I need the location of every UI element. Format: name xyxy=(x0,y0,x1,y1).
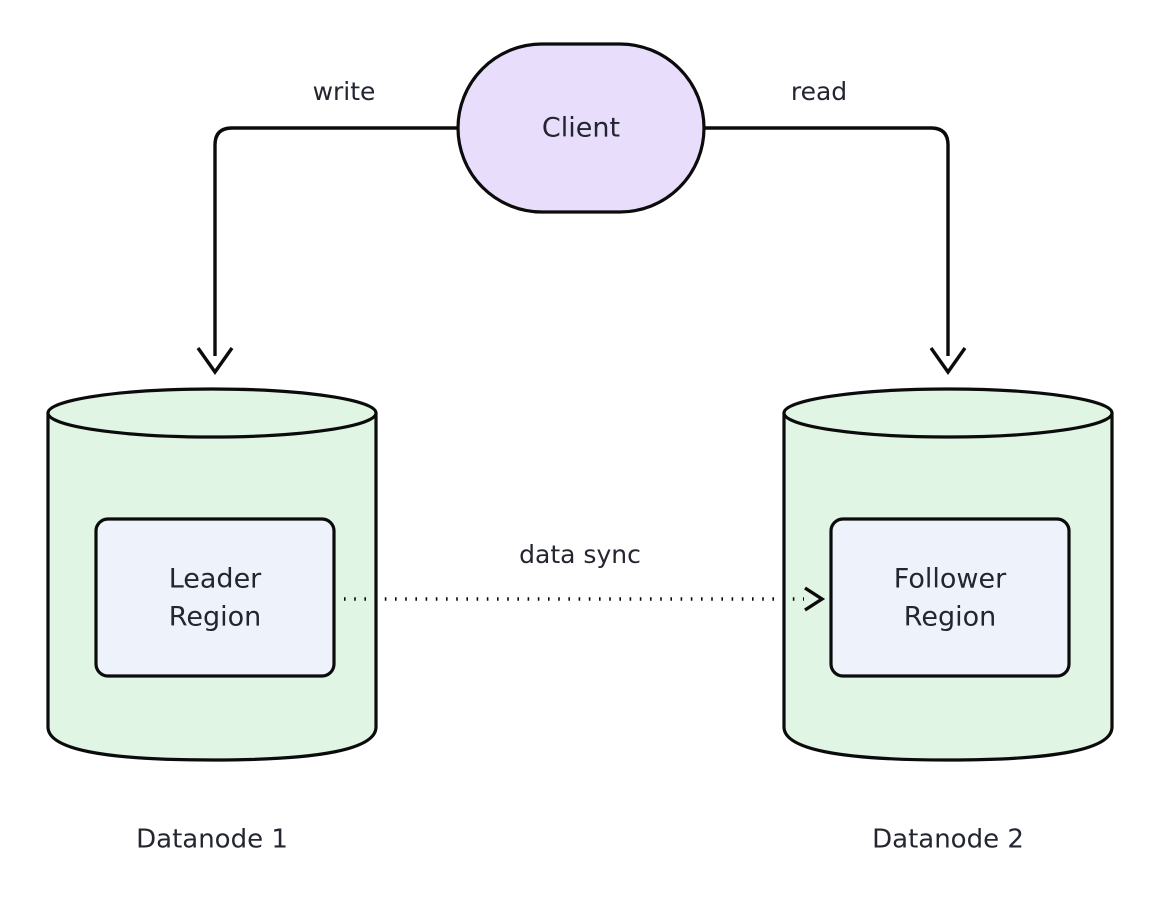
edge-write-path xyxy=(213,126,458,356)
leader-region-label-line2: Region xyxy=(169,602,261,633)
edge-read-label: read xyxy=(791,77,847,106)
datanode-1-cylinder-top xyxy=(46,387,378,439)
edge-write-arrowhead xyxy=(196,347,234,375)
follower-region-label-line2: Region xyxy=(904,602,996,633)
leader-region-box[interactable]: Leader Region xyxy=(94,517,336,678)
follower-region-box[interactable]: Follower Region xyxy=(829,517,1071,678)
edge-read-arrowhead xyxy=(929,347,967,375)
edge-read-path xyxy=(704,126,950,356)
datanode-2-caption: Datanode 2 xyxy=(872,825,1024,855)
follower-region-rect xyxy=(829,517,1071,678)
node-client[interactable]: Client xyxy=(456,42,706,214)
edge-data-sync-arrowhead xyxy=(804,586,826,612)
follower-region-label-line1: Follower xyxy=(894,564,1007,595)
edge-data-sync: data sync xyxy=(344,540,826,612)
client-shape xyxy=(456,42,706,214)
leader-region-rect xyxy=(94,517,336,678)
edge-data-sync-label: data sync xyxy=(519,540,641,569)
leader-region-label-line1: Leader xyxy=(169,564,262,595)
node-datanode-2[interactable]: Follower Region xyxy=(782,387,1114,762)
edge-read: read xyxy=(704,77,967,375)
edge-write: write xyxy=(196,77,458,375)
datanode-1-caption: Datanode 1 xyxy=(136,825,288,855)
client-label: Client xyxy=(542,113,620,144)
datanode-2-cylinder-top xyxy=(782,387,1114,439)
node-datanode-1[interactable]: Leader Region xyxy=(46,387,378,762)
edge-write-label: write xyxy=(313,77,376,106)
